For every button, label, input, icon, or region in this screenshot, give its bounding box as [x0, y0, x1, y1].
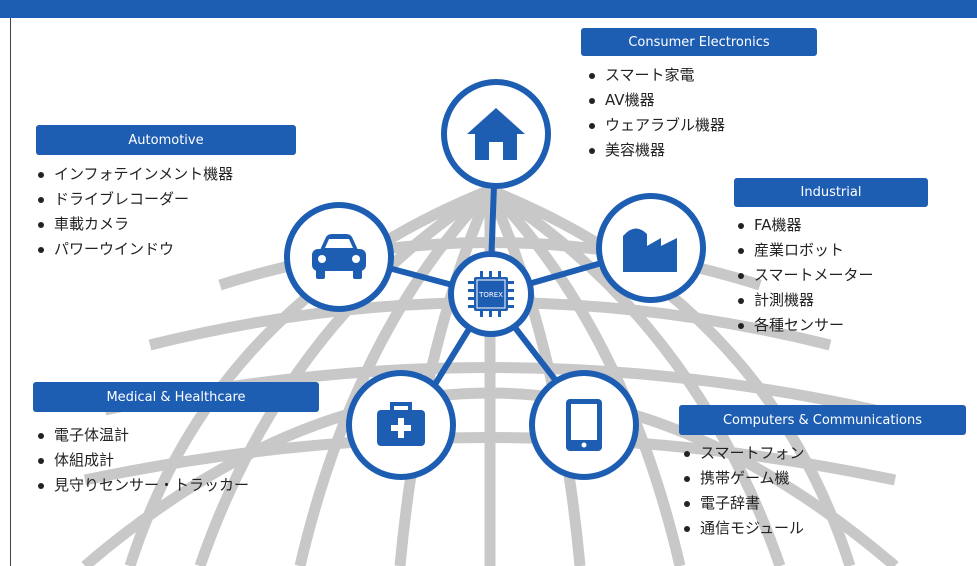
list-item: スマート家電: [585, 63, 725, 88]
list-item: ドライブレコーダー: [34, 187, 233, 212]
list-item: 携帯ゲーム機: [680, 466, 805, 491]
list-item: インフォテインメント機器: [34, 162, 233, 187]
chip-label: TOREX: [478, 291, 503, 299]
list-item: スマートメーター: [734, 263, 874, 288]
center-node: TOREX: [448, 251, 534, 337]
top-banner: [0, 0, 977, 18]
list-item: 産業ロボット: [734, 238, 874, 263]
factory-icon: [623, 228, 677, 272]
list-item: 体組成計: [34, 448, 249, 473]
computers-communications-label: Computers & Communications: [679, 405, 966, 435]
home-icon: [467, 108, 525, 160]
chip-icon: TOREX: [468, 271, 514, 317]
list-item: 電子体温計: [34, 423, 249, 448]
computers-node: [529, 370, 639, 480]
medical-healthcare-list: 電子体温計 体組成計 見守りセンサー・トラッカー: [34, 423, 249, 498]
list-item: パワーウインドウ: [34, 237, 233, 262]
list-item: 各種センサー: [734, 313, 874, 338]
consumer-node: [441, 79, 551, 189]
automotive-label: Automotive: [36, 125, 296, 155]
computers-communications-list: スマートフォン 携帯ゲーム機 電子辞書 通信モジュール: [680, 441, 805, 541]
list-item: 通信モジュール: [680, 516, 805, 541]
industrial-label: Industrial: [734, 178, 928, 207]
list-item: FA機器: [734, 213, 874, 238]
list-item: 計測機器: [734, 288, 874, 313]
list-item: 美容機器: [585, 138, 725, 163]
list-item: AV機器: [585, 88, 725, 113]
list-item: 車載カメラ: [34, 212, 233, 237]
medical-kit-icon: [377, 402, 425, 446]
consumer-electronics-label: Consumer Electronics: [581, 28, 817, 56]
car-icon: [312, 234, 366, 279]
automotive-node: [284, 202, 394, 312]
left-border-line: [10, 18, 11, 566]
tablet-icon: [566, 399, 602, 451]
list-item: 見守りセンサー・トラッカー: [34, 473, 249, 498]
medical-node: [346, 370, 456, 480]
industrial-list: FA機器 産業ロボット スマートメーター 計測機器 各種センサー: [734, 213, 874, 338]
industrial-node: [596, 193, 706, 303]
consumer-electronics-list: スマート家電 AV機器 ウェアラブル機器 美容機器: [585, 63, 725, 163]
list-item: ウェアラブル機器: [585, 113, 725, 138]
list-item: 電子辞書: [680, 491, 805, 516]
list-item: スマートフォン: [680, 441, 805, 466]
medical-healthcare-label: Medical & Healthcare: [33, 382, 319, 412]
automotive-list: インフォテインメント機器 ドライブレコーダー 車載カメラ パワーウインドウ: [34, 162, 233, 262]
